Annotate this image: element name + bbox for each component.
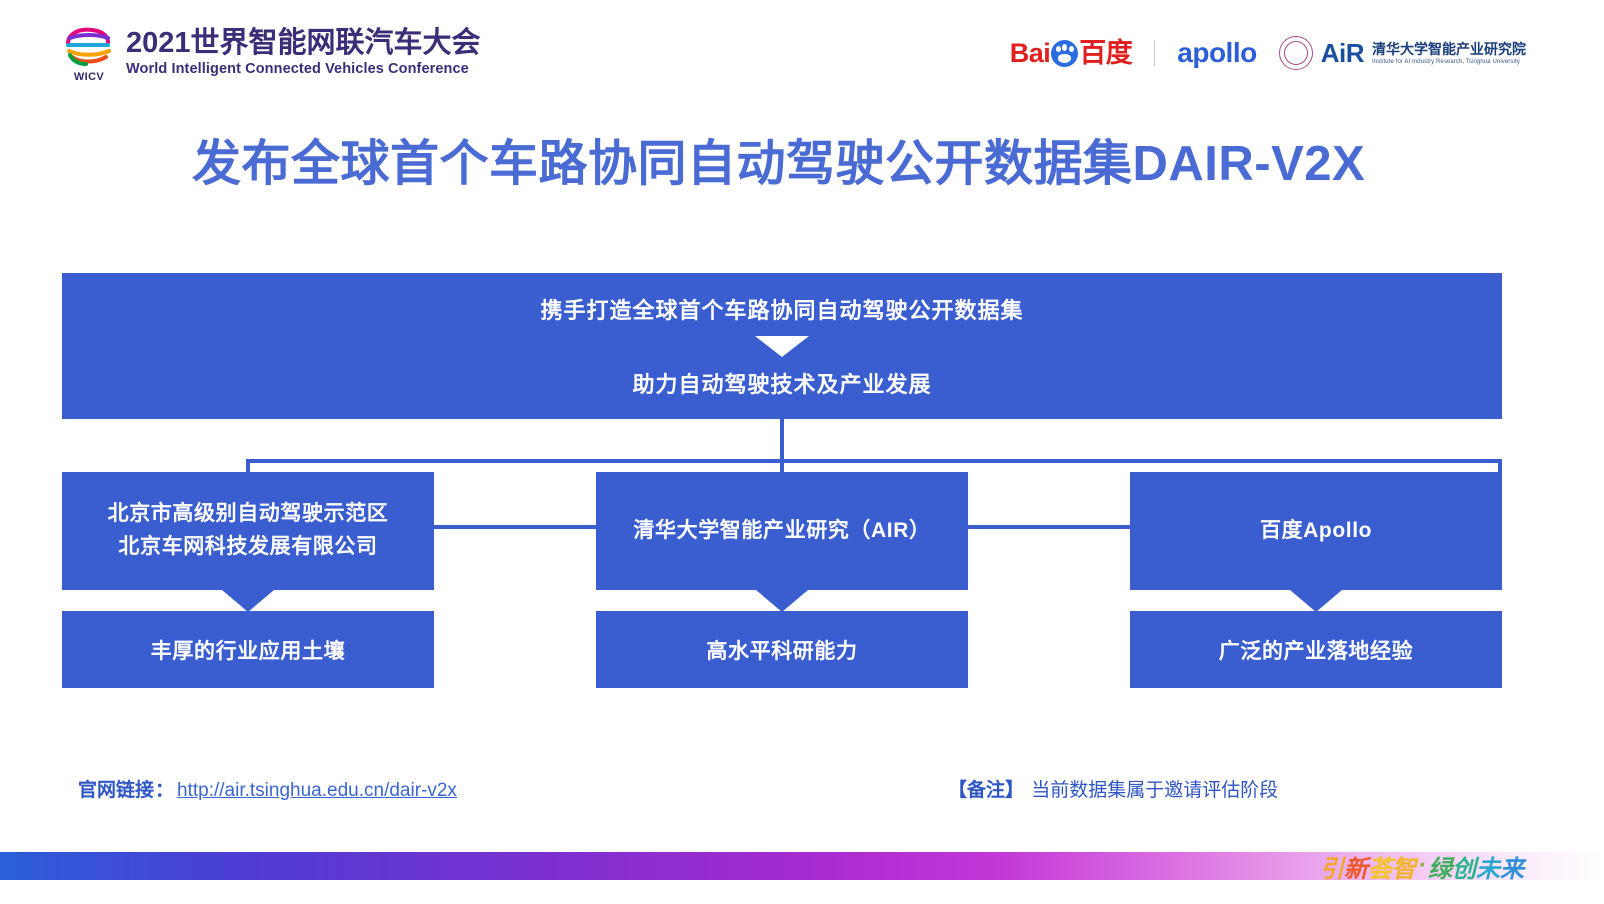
official-link-label: 官网链接 <box>78 780 155 801</box>
air-institute-logo: AiR 清华大学智能产业研究院 Institute for AI Industr… <box>1278 36 1526 70</box>
connector-vertical-right <box>1498 459 1502 473</box>
down-caret-icon-right <box>1290 590 1342 612</box>
slogan-char-6: 创 <box>1452 855 1476 883</box>
wicv-acronym-label: WICV <box>73 71 105 83</box>
strength-box-middle: 高水平科研能力 <box>596 611 968 688</box>
remark-block: 【备注】 当前数据集属于邀请评估阶段 <box>948 775 1278 802</box>
partner-logo-group: Bai 百度 apollo AiR 清华大学智能产业研究院 Institute … <box>1010 36 1526 70</box>
bottom-gradient-bar <box>0 852 1604 880</box>
baidu-paw-icon <box>1051 39 1079 67</box>
connector-vertical-main <box>780 419 784 461</box>
strength-box-right: 广泛的产业落地经验 <box>1130 611 1502 688</box>
slogan-char-8: 来 <box>1500 855 1524 883</box>
page-header: WICV 2021世界智能网联汽车大会 World Intelligent Co… <box>0 0 1604 108</box>
official-link-colon: ： <box>155 780 175 801</box>
top-box-line2: 助力自动驾驶技术及产业发展 <box>632 372 932 397</box>
partner-box-apollo: 百度Apollo <box>1130 472 1502 590</box>
slogan-char-3: 荟 <box>1368 855 1392 883</box>
slogan-char-4: 智 <box>1392 855 1416 883</box>
partner-box-row: 北京市高级别自动驾驶示范区 北京车网科技发展有限公司 清华大学智能产业研究（AI… <box>62 472 1502 590</box>
partner-name-line2: 北京车网科技发展有限公司 <box>118 535 378 558</box>
down-caret-icon-left <box>222 590 274 612</box>
remark-tag: 【备注】 <box>948 780 1025 801</box>
strength-box-left: 丰厚的行业应用土壤 <box>62 611 434 688</box>
slogan-char-7: 未 <box>1476 855 1500 883</box>
official-link-block: 官网链接 ： http://air.tsinghua.edu.cn/dair-v… <box>78 775 457 802</box>
diagram-top-box: 携手打造全球首个车路协同自动驾驶公开数据集 助力自动驾驶技术及产业发展 <box>62 273 1502 419</box>
slogan-char-1: 引 <box>1320 855 1344 883</box>
connector-left-to-middle <box>434 525 596 529</box>
baidu-logo-cn: 百度 <box>1079 37 1133 68</box>
partner-name-line1: 百度Apollo <box>1259 518 1373 542</box>
slogan-char-2: 新 <box>1344 855 1368 883</box>
wicv-title-en: World Intelligent Connected Vehicles Con… <box>126 61 469 78</box>
strength-box-row: 丰厚的行业应用土壤 高水平科研能力 广泛的产业落地经验 <box>62 611 1502 688</box>
down-caret-icon-middle <box>756 590 808 612</box>
footnote-row: 官网链接 ： http://air.tsinghua.edu.cn/dair-v… <box>0 775 1604 815</box>
partner-box-air: 清华大学智能产业研究（AIR） <box>596 472 968 590</box>
air-logo-text: 清华大学智能产业研究院 Institute for AI Industry Re… <box>1372 42 1526 65</box>
logo-divider <box>1154 40 1156 66</box>
slogan-char-5: 绿 <box>1428 855 1452 883</box>
connector-middle-to-right <box>968 525 1130 529</box>
conference-slogan: 引 新 荟 智 · 绿 创 未 来 <box>1320 852 1524 883</box>
partner-name-line1: 北京市高级别自动驾驶示范区 <box>107 502 389 526</box>
air-name-cn: 清华大学智能产业研究院 <box>1372 40 1526 57</box>
official-link-url[interactable]: http://air.tsinghua.edu.cn/dair-v2x <box>177 780 457 801</box>
wicv-emblem-icon: WICV <box>62 24 116 83</box>
wicv-title-cn: 2021世界智能网联汽车大会 <box>126 27 481 60</box>
top-box-line1: 携手打造全球首个车路协同自动驾驶公开数据集 <box>540 298 1024 323</box>
air-logo-word: AiR <box>1320 38 1365 68</box>
baidu-logo: Bai 百度 <box>1009 37 1133 68</box>
baidu-logo-en: Bai <box>1009 37 1051 68</box>
partner-box-beijing: 北京市高级别自动驾驶示范区 北京车网科技发展有限公司 <box>62 472 434 590</box>
connector-vertical-left <box>246 459 250 473</box>
wicv-logo-text: 2021世界智能网联汽车大会 World Intelligent Connect… <box>126 29 481 77</box>
slogan-separator: · <box>1418 852 1426 879</box>
apollo-logo: apollo <box>1177 37 1257 68</box>
down-caret-icon <box>755 336 809 357</box>
wicv-conference-logo: WICV 2021世界智能网联汽车大会 World Intelligent Co… <box>62 24 481 83</box>
tsinghua-seal-icon <box>1278 36 1313 70</box>
air-name-en: Institute for AI Industry Research, Tsin… <box>1372 58 1520 65</box>
connector-horizontal-main <box>246 459 1502 463</box>
remark-body: 当前数据集属于邀请评估阶段 <box>1031 780 1279 801</box>
connector-vertical-middle <box>780 459 784 473</box>
partner-name-line1: 清华大学智能产业研究（AIR） <box>633 518 931 542</box>
page-title: 发布全球首个车路协同自动驾驶公开数据集DAIR-V2X <box>192 137 1366 191</box>
collaboration-diagram: 携手打造全球首个车路协同自动驾驶公开数据集 助力自动驾驶技术及产业发展 北京市高… <box>62 273 1502 688</box>
